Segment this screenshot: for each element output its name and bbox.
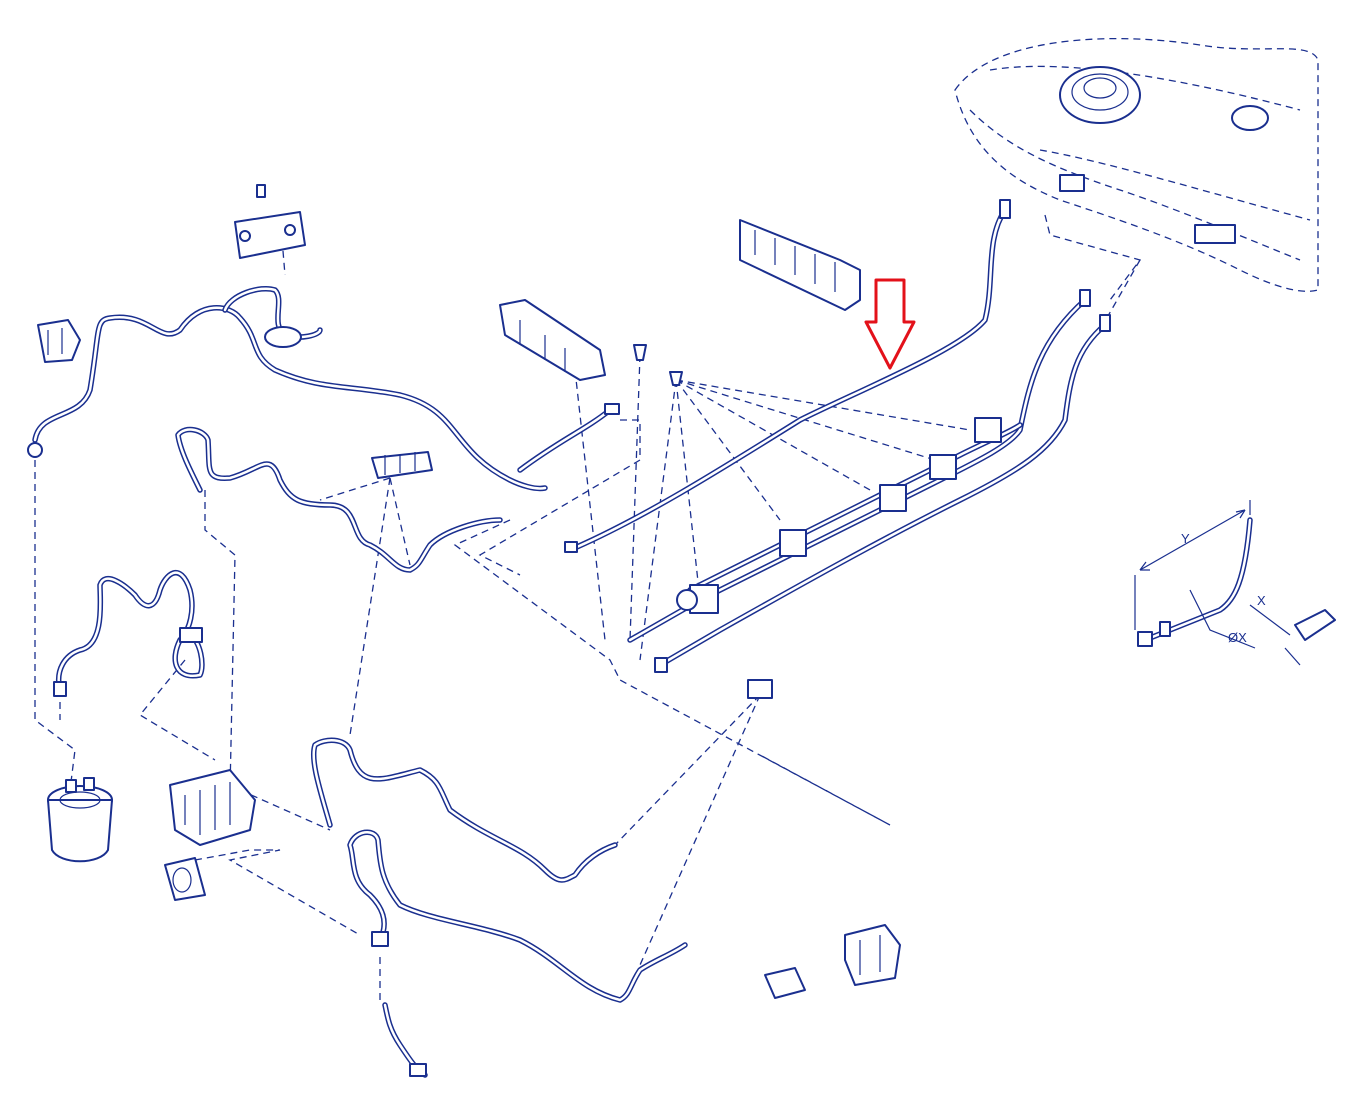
small-clip-left (37, 319, 81, 363)
pipe-bracket (499, 299, 606, 381)
fuel-filter (47, 777, 113, 863)
clip-pair-bottom (764, 924, 901, 999)
rubber-sleeve (164, 857, 206, 901)
dimension-y-label: Y (1181, 531, 1190, 546)
filter-line-left (53, 570, 205, 697)
feed-line-lower (310, 737, 688, 1078)
return-line-upper (27, 286, 620, 492)
dimension-detail: Y X ØX (1134, 500, 1336, 666)
feed-line-mid-left (175, 426, 503, 573)
highlight-arrow-icon (864, 278, 916, 370)
leader-lines (34, 214, 1142, 1000)
triple-clip-mid (371, 451, 433, 479)
dimension-diameter-label: ØX (1228, 630, 1247, 645)
fuel-tank (954, 37, 1319, 292)
injection-pump (169, 769, 256, 846)
dimension-x-label: X (1257, 593, 1266, 608)
main-pipe-bundle (564, 199, 1111, 673)
screw-icon (633, 344, 683, 386)
mounting-bracket-top (234, 184, 306, 259)
multi-pipe-clip-large (739, 219, 861, 311)
connector-small (747, 679, 773, 699)
